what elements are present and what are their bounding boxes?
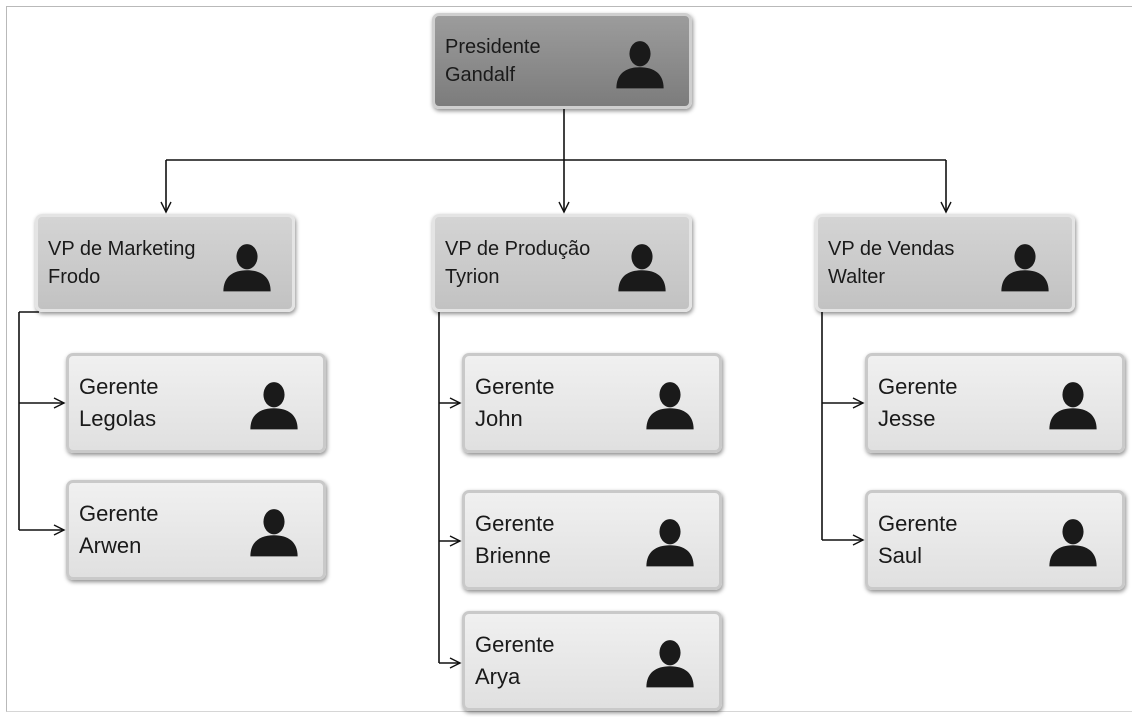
node-manager-jesse: Gerente Jesse [865,353,1125,453]
node-name: Gandalf [445,64,516,86]
node-name: Tyrion [445,266,500,288]
node-name: Arwen [79,533,142,558]
node-vp-marketing: VP de Marketing Frodo [35,214,295,312]
node-manager-legolas: Gerente Legolas [66,353,326,453]
person-silhouette-icon [646,382,694,430]
node-title: Gerente [475,374,555,399]
person-silhouette-icon [223,244,271,292]
node-manager-arya: Gerente Arya [462,611,722,711]
node-title: Gerente [475,632,555,657]
node-name: Frodo [48,266,101,288]
node-title: VP de Produção [445,238,591,260]
node-title: Gerente [79,374,159,399]
node-manager-saul: Gerente Saul [865,490,1125,590]
person-silhouette-icon [1049,382,1097,430]
node-name: Legolas [79,406,157,431]
node-title: Gerente [475,511,555,536]
person-silhouette-icon [618,244,666,292]
node-name: Arya [475,664,521,689]
person-silhouette-icon [250,382,298,430]
node-title: Gerente [878,511,958,536]
person-silhouette-icon [646,519,694,567]
node-title: Gerente [79,501,159,526]
node-name: Walter [828,266,886,288]
node-manager-brienne: Gerente Brienne [462,490,722,590]
node-title: VP de Marketing [48,238,196,260]
node-title: VP de Vendas [828,238,955,260]
node-name: Saul [878,543,923,568]
node-manager-arwen: Gerente Arwen [66,480,326,580]
person-silhouette-icon [250,509,298,557]
person-silhouette-icon [1001,244,1049,292]
node-president: Presidente Gandalf [432,13,692,109]
node-vp-producao: VP de Produção Tyrion [432,214,692,312]
node-name: Brienne [475,543,551,568]
person-silhouette-icon [646,640,694,688]
node-name: Jesse [878,406,936,431]
diagram-frame [6,6,1132,712]
node-manager-john: Gerente John [462,353,722,453]
node-vp-vendas: VP de Vendas Walter [815,214,1075,312]
person-silhouette-icon [1049,519,1097,567]
node-name: John [475,406,523,431]
node-title: Gerente [878,374,958,399]
node-title: Presidente [445,36,541,58]
person-silhouette-icon [616,41,664,89]
